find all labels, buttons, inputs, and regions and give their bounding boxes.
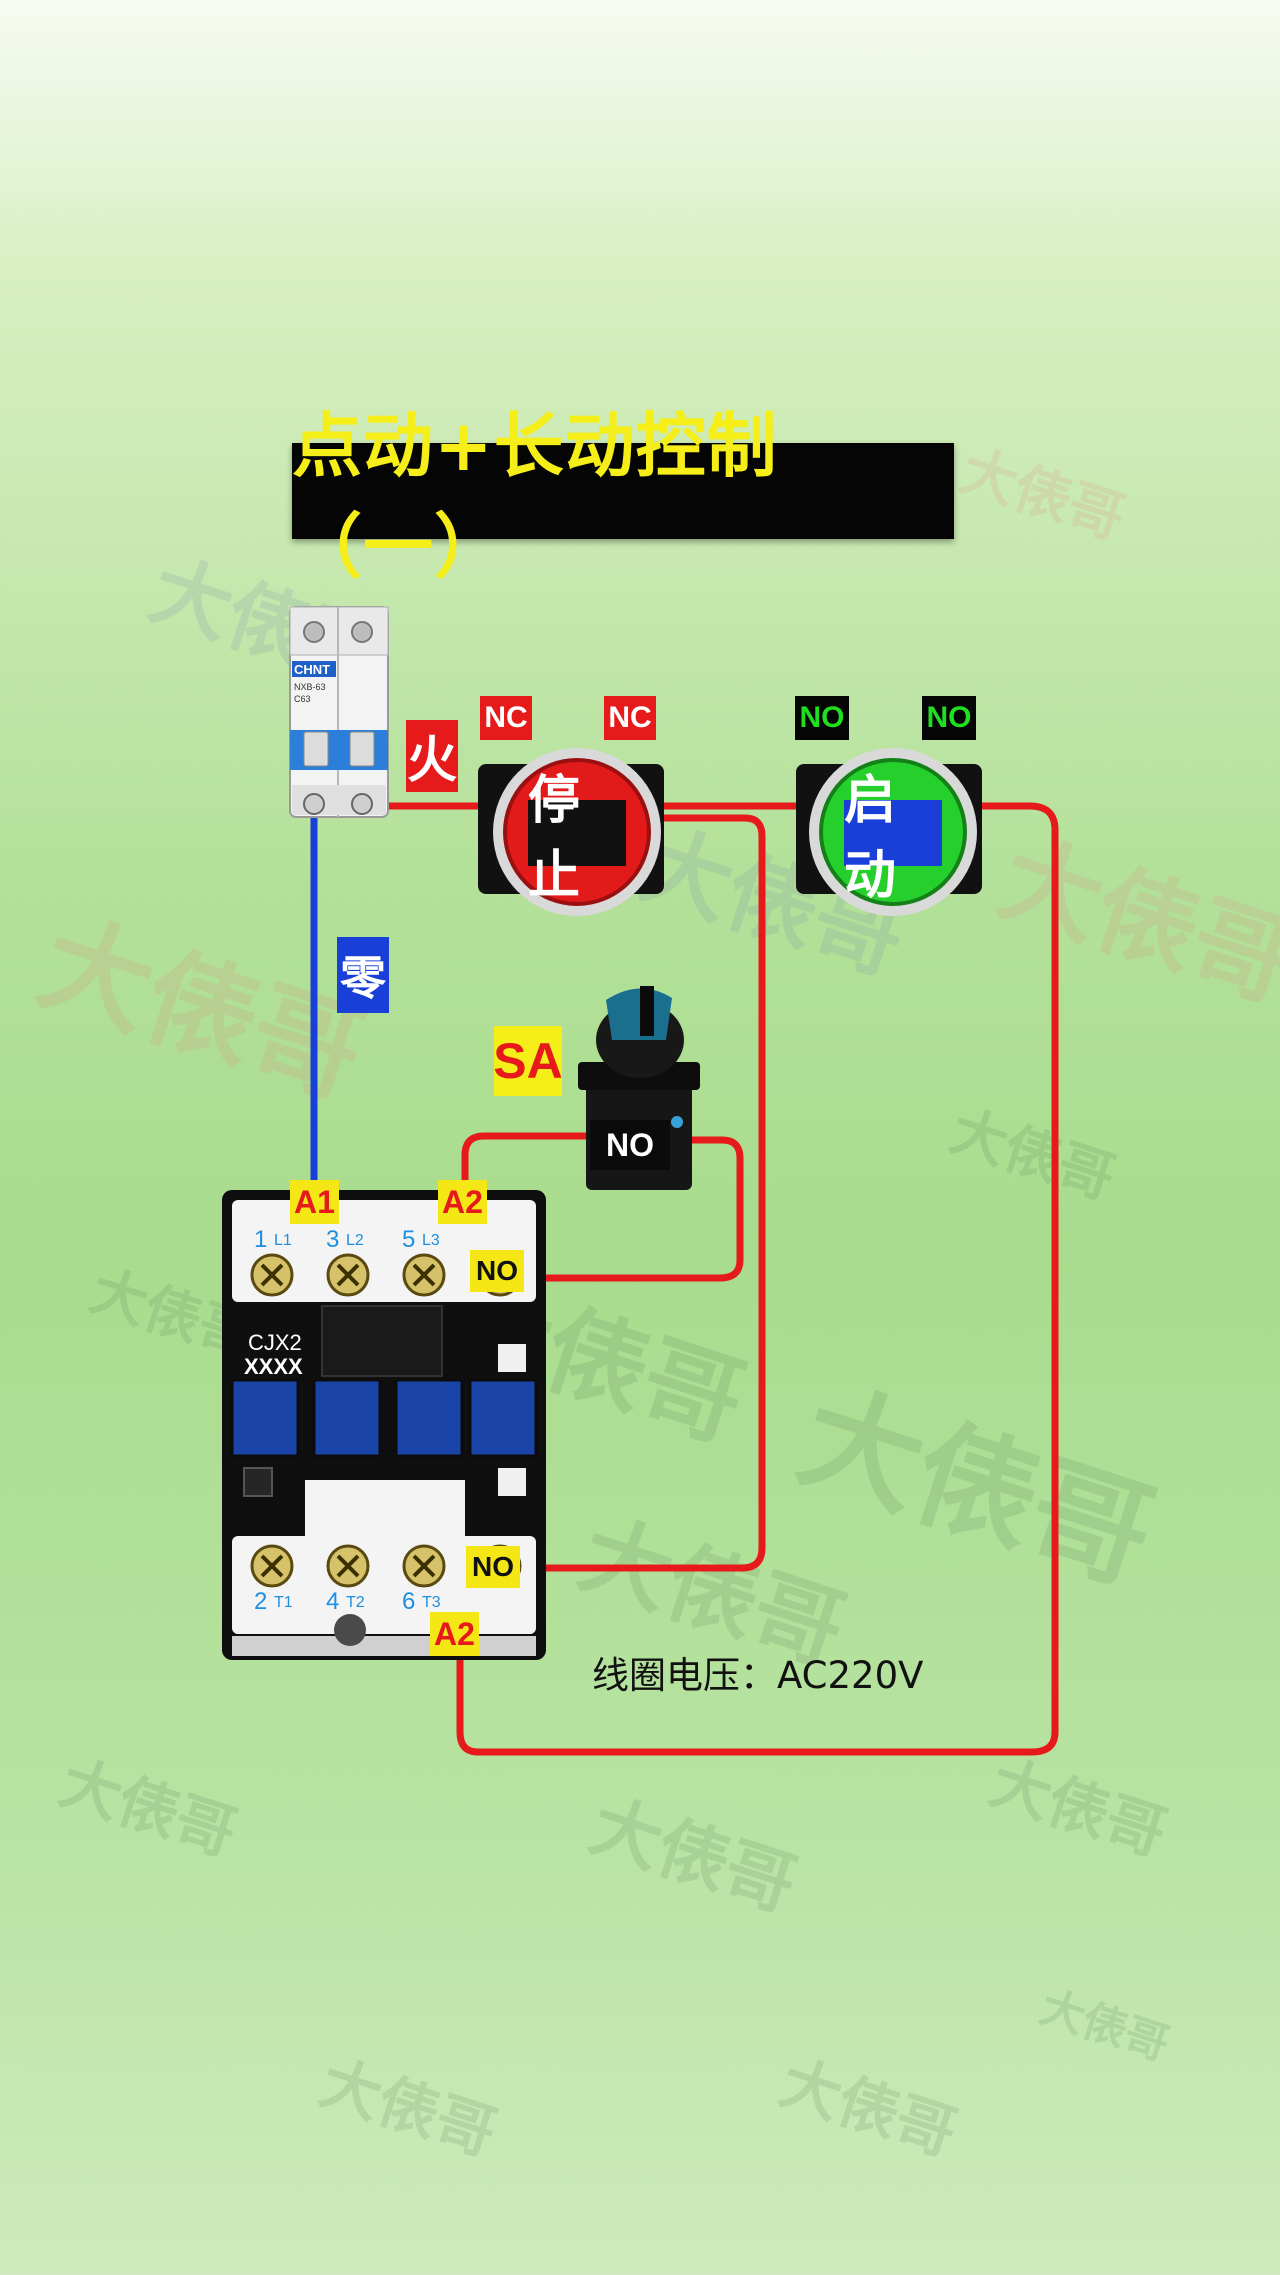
terminal-number: T2: [346, 1594, 365, 1611]
selector-switch-label: SA: [493, 1026, 563, 1096]
coil-a2-label: A2: [430, 1612, 479, 1656]
stop-button-label: 停止: [528, 771, 626, 906]
nc-label: NC: [604, 696, 656, 740]
breaker-brand: CHNT: [294, 662, 331, 677]
nc-label: NC: [480, 696, 532, 740]
wire-a2-to-sa: [461, 1132, 594, 1204]
ac-contactor: [222, 1190, 546, 1660]
terminal-number: L3: [422, 1232, 440, 1249]
breaker-model: NXB-63: [294, 682, 326, 692]
coil-a1-label: A1: [290, 1180, 339, 1224]
terminal-number: 4: [326, 1588, 340, 1615]
terminal-number: 1: [254, 1226, 268, 1253]
no-label: NO: [795, 696, 849, 740]
contactor-model-code: XXXX: [244, 1354, 303, 1379]
contactor-model: CJX2: [248, 1330, 302, 1355]
no-label: NO: [922, 696, 976, 740]
start-button-label: 启动: [844, 771, 942, 906]
circuit-breaker: [289, 606, 389, 818]
terminal-number: L2: [346, 1232, 364, 1249]
neutral-wire-label: 零: [337, 937, 389, 1013]
terminal-number: 5: [402, 1226, 416, 1253]
coil-a2-label: A2: [438, 1180, 487, 1224]
live-wire-label: 火: [406, 720, 458, 792]
terminal-number: 6: [402, 1588, 416, 1615]
wire-start-to-coil-a2: [456, 802, 1059, 1756]
aux-no-label: NO: [470, 1250, 524, 1292]
selector-no-label: NO: [590, 1120, 670, 1170]
terminal-number: T1: [274, 1594, 293, 1611]
aux-no-label: NO: [466, 1546, 520, 1588]
wire-sa-to-no-top: [521, 1136, 744, 1282]
breaker-rating: C63: [294, 694, 311, 704]
terminal-number: 2: [254, 1588, 268, 1615]
terminal-number: 3: [326, 1226, 340, 1253]
terminal-number: L1: [274, 1232, 292, 1249]
wire-stop-to-no-bottom: [521, 814, 766, 1572]
terminal-number: T3: [422, 1594, 441, 1611]
coil-voltage-note: 线圈电压：AC220V: [592, 1654, 924, 1697]
